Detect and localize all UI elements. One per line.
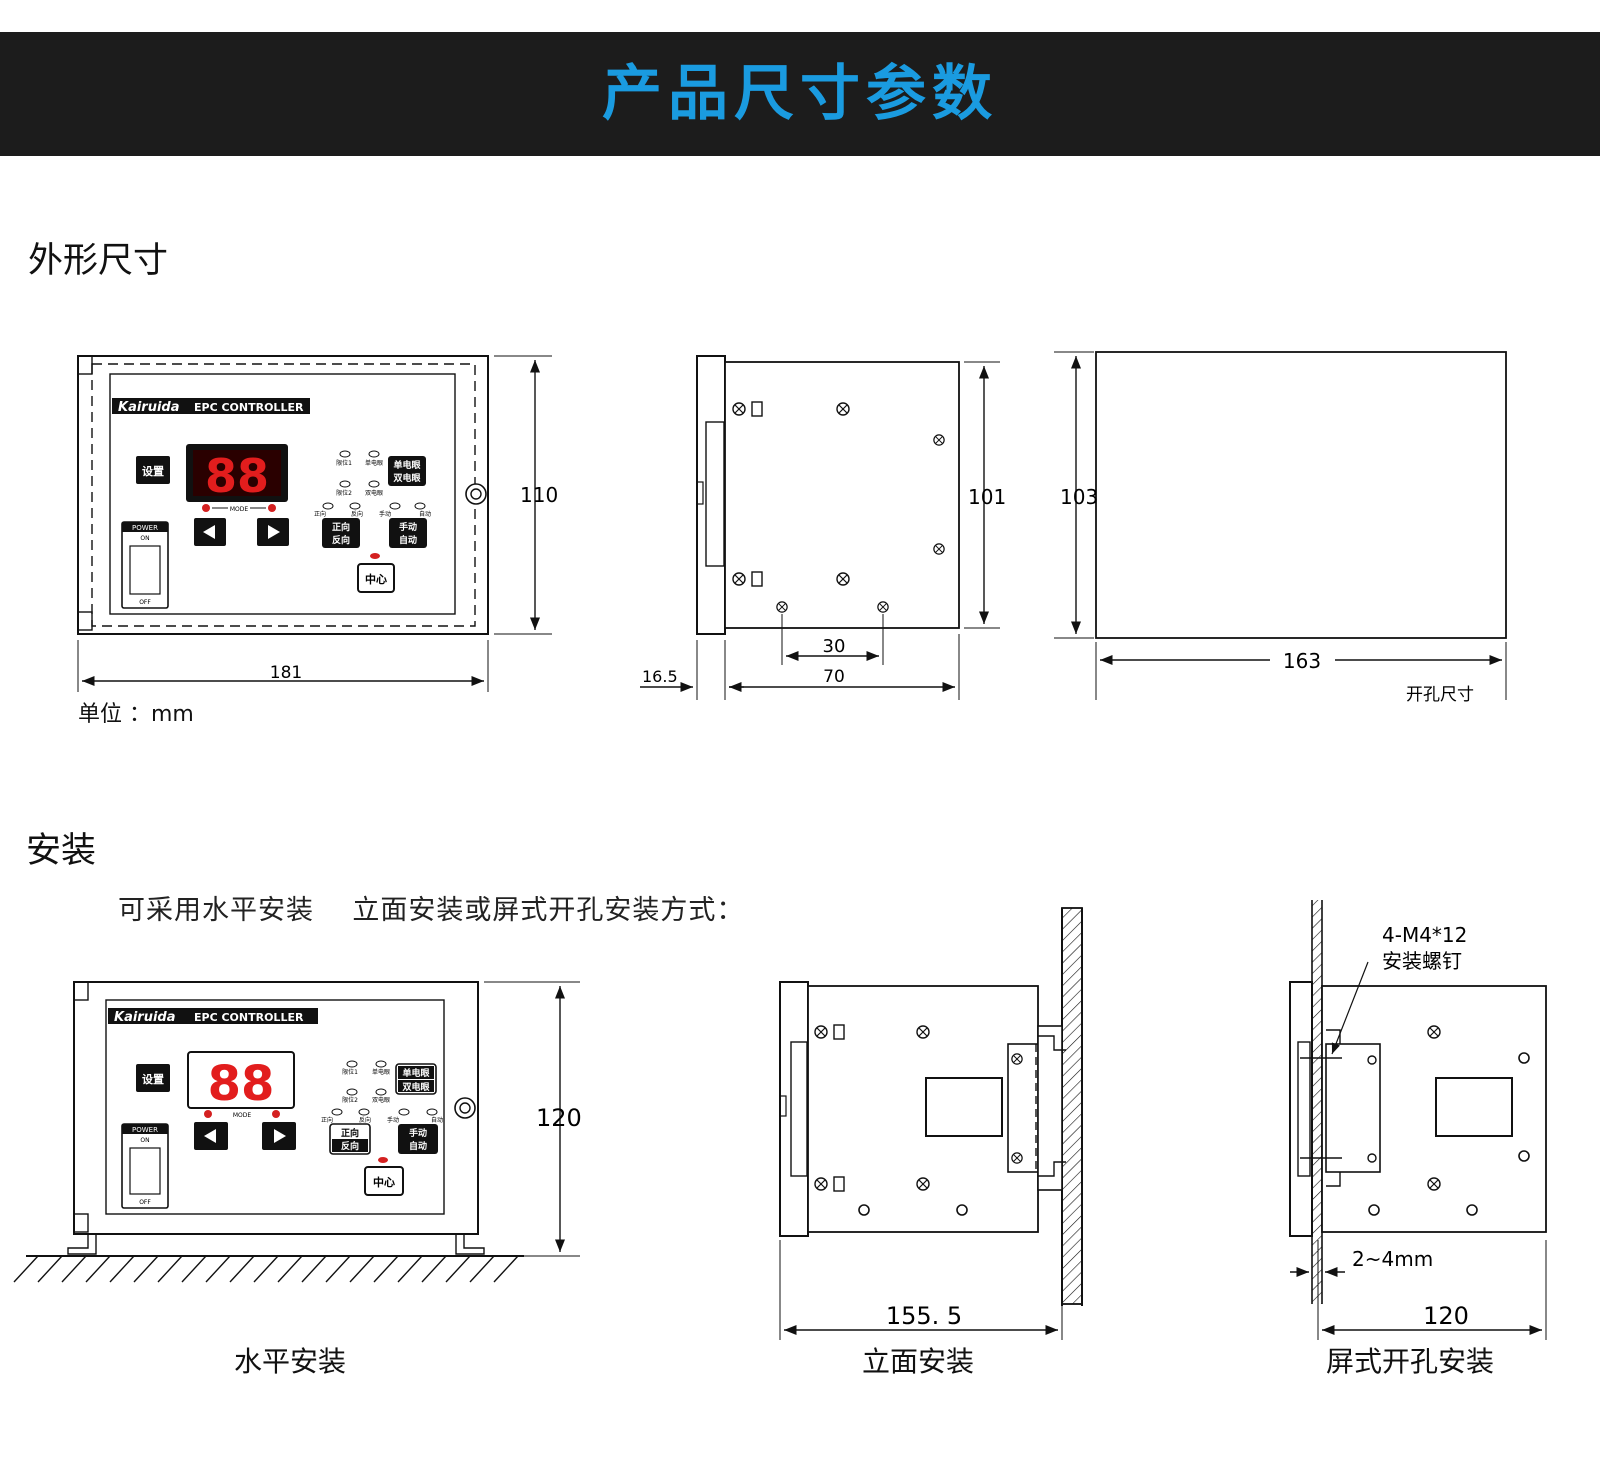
h-limit2-label: 限位2 bbox=[342, 1096, 358, 1104]
caption-horizontal: 水平安装 bbox=[233, 1345, 346, 1378]
side-view: 101 30 70 16.5 bbox=[640, 355, 1006, 700]
cutout-label: 开孔尺寸 bbox=[1406, 685, 1474, 705]
limit1-label: 限位1 bbox=[336, 459, 352, 467]
h-reverse-button: 反向 bbox=[341, 1140, 359, 1152]
h-brand-label: Kairuida bbox=[114, 1010, 176, 1025]
h-model-label: EPC CONTROLLER bbox=[194, 1011, 304, 1024]
auto-button: 自动 bbox=[399, 534, 417, 546]
reverse-small-label: 反向 bbox=[351, 510, 363, 518]
caption-vertical: 立面安装 bbox=[861, 1345, 974, 1378]
h-center-button: 中心 bbox=[373, 1175, 395, 1189]
single-eye-button: 单电眼 bbox=[393, 459, 420, 471]
power-label: POWER bbox=[132, 524, 158, 532]
h-power-switch bbox=[129, 1147, 161, 1195]
model-label: EPC CONTROLLER bbox=[194, 401, 304, 414]
h-auto-small-label: 自动 bbox=[431, 1116, 443, 1124]
hole-spacing-dim: 30 bbox=[823, 636, 846, 657]
h-manual-small-label: 手动 bbox=[387, 1116, 399, 1124]
h-power-label: POWER bbox=[132, 1126, 158, 1134]
h-auto-button: 自动 bbox=[409, 1140, 427, 1152]
power-on-label: ON bbox=[140, 535, 149, 542]
seven-segment-display: 88 bbox=[205, 449, 269, 503]
panel-cutout-install: 4-M4*12 安装螺钉 2~4mm 120 bbox=[1289, 900, 1547, 1340]
h-single-eye-button: 单电眼 bbox=[402, 1067, 429, 1079]
front-thickness-dim: 16.5 bbox=[642, 667, 678, 686]
single-eye-small-label: 单电眼 bbox=[365, 459, 383, 467]
h-double-eye-button: 双电眼 bbox=[402, 1081, 429, 1093]
dimensions-section-title: 外形尺寸 bbox=[28, 241, 169, 281]
side-height-dim: 101 bbox=[968, 485, 1006, 509]
limit2-label: 限位2 bbox=[336, 489, 352, 497]
manual-button: 手动 bbox=[399, 521, 417, 533]
h-forward-button: 正向 bbox=[341, 1127, 359, 1139]
header-band bbox=[0, 32, 1600, 156]
h-set-button: 设置 bbox=[142, 1072, 164, 1086]
h-limit1-label: 限位1 bbox=[342, 1068, 358, 1076]
page-title: 产品尺寸参数 bbox=[602, 59, 998, 129]
h-power-on-label: ON bbox=[140, 1137, 149, 1144]
right-arrow-icon bbox=[268, 525, 280, 539]
installation-intro: 可采用水平安装 立面安装或屏式开孔安装方式： bbox=[118, 895, 745, 926]
forward-button: 正向 bbox=[332, 521, 350, 533]
h-height-dim: 120 bbox=[536, 1104, 582, 1132]
cutout-height-dim: 103 bbox=[1060, 485, 1098, 509]
double-eye-small-label: 双电眼 bbox=[365, 489, 383, 497]
panel-thickness-dim: 2~4mm bbox=[1352, 1247, 1433, 1271]
double-eye-button: 双电眼 bbox=[393, 472, 420, 484]
unit-label: 单位 ：mm bbox=[78, 702, 194, 727]
h-power-off-label: OFF bbox=[139, 1199, 151, 1206]
h-single-eye-small-label: 单电眼 bbox=[372, 1068, 390, 1076]
h-reverse-small-label: 反向 bbox=[359, 1116, 371, 1124]
horizontal-install: Kairuida EPC CONTROLLER 设置 88 MODE POWER… bbox=[13, 981, 582, 1283]
p-width-dim: 120 bbox=[1423, 1302, 1469, 1330]
vertical-install: 155. 5 bbox=[779, 907, 1083, 1340]
h-left-arrow-icon bbox=[204, 1129, 216, 1143]
front-width-dim: 181 bbox=[270, 663, 302, 683]
manual-small-label: 手动 bbox=[379, 510, 391, 518]
wall bbox=[1061, 907, 1083, 1305]
caption-panel-cutout: 屏式开孔安装 bbox=[1325, 1345, 1494, 1378]
set-button: 设置 bbox=[142, 464, 164, 478]
v-width-dim: 155. 5 bbox=[886, 1302, 962, 1330]
front-view: Kairuida EPC CONTROLLER 设置 88 MODE POWER… bbox=[77, 355, 558, 692]
forward-small-label: 正向 bbox=[314, 510, 326, 518]
h-manual-button: 手动 bbox=[409, 1127, 427, 1139]
left-arrow-icon bbox=[203, 525, 215, 539]
screw-label: 安装螺钉 bbox=[1382, 949, 1462, 973]
center-button: 中心 bbox=[365, 572, 387, 586]
reverse-button: 反向 bbox=[332, 534, 350, 546]
power-switch bbox=[129, 545, 161, 595]
depth-dim: 70 bbox=[823, 667, 845, 687]
h-mode-label: MODE bbox=[233, 1112, 252, 1119]
power-off-label: OFF bbox=[139, 599, 151, 606]
screw-spec: 4-M4*12 bbox=[1382, 923, 1467, 947]
h-double-eye-small-label: 双电眼 bbox=[372, 1096, 390, 1104]
mode-label: MODE bbox=[230, 506, 249, 513]
cutout-view: 103 163 开孔尺寸 bbox=[1054, 351, 1507, 705]
cutout-width-dim: 163 bbox=[1283, 649, 1321, 673]
h-seven-segment-display: 88 bbox=[208, 1056, 275, 1112]
h-forward-small-label: 正向 bbox=[321, 1116, 333, 1124]
h-right-arrow-icon bbox=[274, 1129, 286, 1143]
installation-section-title: 安装 bbox=[26, 831, 97, 871]
front-height-dim: 110 bbox=[520, 483, 558, 507]
auto-small-label: 自动 bbox=[419, 510, 431, 518]
brand-label: Kairuida bbox=[118, 400, 180, 415]
